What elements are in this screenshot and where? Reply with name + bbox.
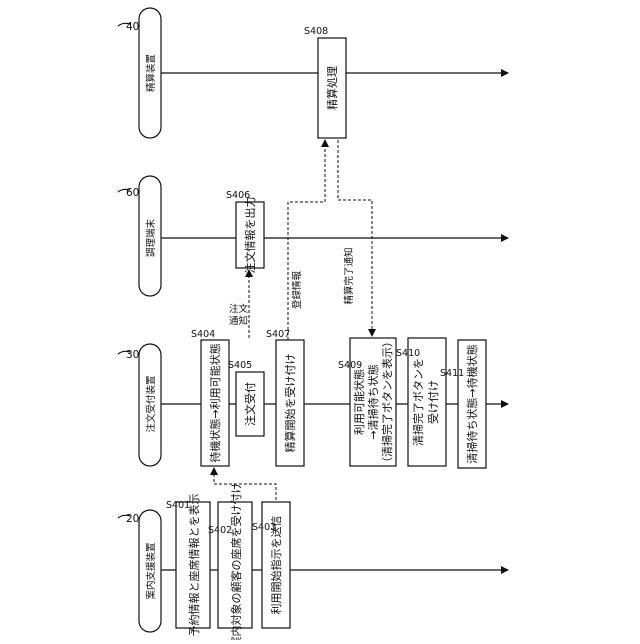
step-s410: 清掃完了ボタンを 受け付け S410: [396, 338, 446, 466]
step-s404: 待機状態→利用可能状態 S404: [191, 329, 229, 466]
step-s403: 利用開始指示を送信 S403: [252, 502, 290, 628]
message-order-notice-label-1: 注文: [229, 303, 249, 315]
step-s403-id: S403: [252, 522, 276, 533]
step-s410-line-1: 清掃完了ボタンを: [411, 358, 425, 446]
step-s409-line-2: →清掃待ち状態: [366, 364, 380, 439]
step-s405-id: S405: [228, 360, 252, 371]
lane-kitchen: 調理端末 60: [118, 176, 508, 296]
device-settlement-ref: 40: [126, 21, 139, 33]
device-order-name: 注文受付装置: [145, 375, 157, 432]
step-s411-id: S411: [440, 368, 464, 379]
device-kitchen-name: 調理端末: [145, 219, 157, 258]
step-s402: 案内対象の顧客の座席を受け付け S402: [208, 483, 252, 641]
message-use-start: [214, 468, 276, 500]
step-s409-line-1: 利用可能状態: [352, 369, 366, 435]
step-s405: 注文受付 S405: [228, 360, 264, 436]
message-settlement-done-label: 精算完了通知: [343, 247, 355, 304]
step-s405-text: 注文受付: [243, 382, 257, 426]
device-kitchen-ref: 60: [126, 187, 139, 199]
device-guide-name: 案内支援装置: [145, 542, 157, 599]
device-order-ref: 30: [126, 349, 139, 361]
step-s409-line-3: （清掃完了ボタンを表示）: [380, 336, 394, 468]
message-registration-label: 登録情報: [291, 271, 303, 310]
step-s404-id: S404: [191, 329, 215, 340]
step-s406-id: S406: [226, 190, 250, 201]
step-s407-id: S407: [266, 329, 290, 340]
step-s408-id: S408: [304, 26, 328, 37]
step-s406-text: 注文情報を出力: [243, 197, 257, 274]
step-s408: 精算処理 S408: [304, 26, 346, 138]
step-s411-text: 清掃待ち状態→待機状態: [465, 344, 479, 463]
step-s407: 精算開始を受け付け S407: [266, 329, 304, 466]
step-s409-id: S409: [338, 360, 362, 371]
step-s406: 注文情報を出力 S406: [226, 190, 264, 274]
lane-order: 注文受付装置 30: [118, 344, 508, 466]
device-settlement-name: 精算装置: [145, 54, 157, 92]
step-s404-text: 待機状態→利用可能状態: [208, 343, 222, 462]
step-s401: 予約情報と座席情報とを表示 S401: [166, 494, 210, 637]
step-s402-text: 案内対象の顧客の座席を受け付け: [229, 483, 243, 641]
step-s402-id: S402: [208, 525, 232, 536]
step-s401-text: 予約情報と座席情報とを表示: [187, 494, 201, 637]
message-order-notice-label-2: 通知: [229, 315, 248, 327]
step-s409: 利用可能状態 →清掃待ち状態 （清掃完了ボタンを表示） S409: [338, 336, 396, 468]
step-s408-text: 精算処理: [325, 66, 339, 110]
device-guide-ref: 20: [126, 513, 139, 525]
step-s410-id: S410: [396, 348, 420, 359]
step-s407-text: 精算開始を受け付け: [283, 354, 297, 453]
step-s410-line-2: 受け付け: [427, 380, 440, 424]
step-s401-id: S401: [166, 500, 190, 511]
